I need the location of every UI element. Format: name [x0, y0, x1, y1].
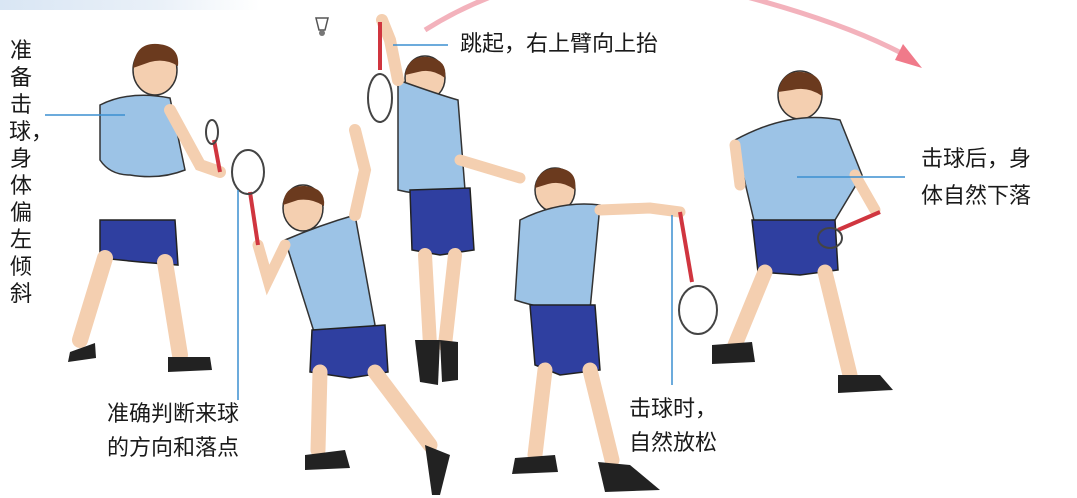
label-after-line1: 击球后，身	[921, 147, 1032, 172]
player-figure-prepare	[68, 43, 226, 372]
header-strip	[0, 0, 260, 10]
label-prepare: 准备击球，身体偏左倾斜	[9, 39, 54, 307]
player-figure-judge	[231, 124, 450, 495]
label-judge-line1: 准确判断来球	[107, 402, 240, 427]
label-judge-line2: 的方向和落点	[107, 436, 240, 461]
player-figure-hit	[512, 167, 718, 492]
label-hit-line2: 自然放松	[629, 431, 718, 456]
shuttlecock-icon	[315, 17, 329, 36]
player-figure-jump	[367, 14, 526, 385]
label-after-line2: 体自然下落	[921, 184, 1032, 209]
leader-lines	[45, 44, 905, 400]
label-hit-line1: 击球时，	[629, 397, 718, 422]
player-figure-after	[712, 70, 893, 393]
motion-arrow	[423, 0, 922, 68]
label-jump: 跳起，右上臂向上抬	[460, 32, 659, 57]
